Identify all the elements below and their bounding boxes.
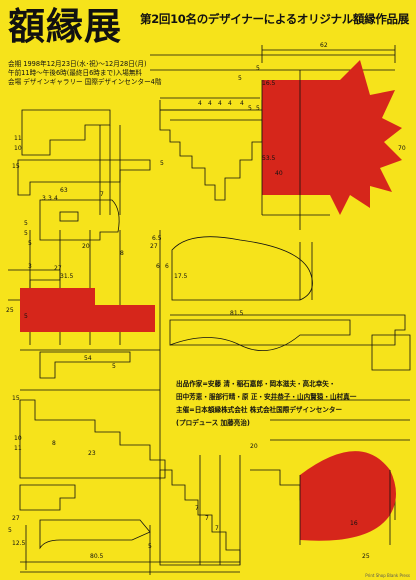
svg-text:40: 40: [275, 170, 283, 177]
exhibition-venue: 会場 デザインギャラリー 国際デザインセンター4階: [8, 78, 162, 86]
svg-text:4: 4: [218, 100, 222, 107]
svg-text:3: 3: [42, 195, 46, 202]
svg-text:5: 5: [24, 313, 28, 320]
svg-text:7: 7: [215, 525, 219, 532]
svg-text:16.5: 16.5: [262, 80, 276, 87]
svg-text:10: 10: [14, 145, 22, 152]
svg-text:5: 5: [256, 65, 260, 72]
svg-text:4: 4: [240, 100, 244, 107]
svg-text:25: 25: [6, 307, 14, 314]
svg-text:5: 5: [24, 220, 28, 227]
svg-text:5: 5: [148, 543, 152, 550]
svg-text:7: 7: [195, 505, 199, 512]
svg-text:3: 3: [28, 263, 32, 270]
svg-text:80.5: 80.5: [90, 553, 104, 560]
svg-text:3: 3: [48, 195, 52, 202]
svg-text:5: 5: [160, 160, 164, 167]
opening-hours: 午前11時～午後6時(最終日6時まで)入場無料: [8, 69, 143, 77]
svg-text:54: 54: [84, 355, 92, 362]
svg-text:20: 20: [250, 443, 258, 450]
svg-text:62: 62: [320, 42, 328, 49]
producer-line: (プロデュース 加藤亮治): [176, 419, 250, 427]
svg-text:7: 7: [100, 191, 104, 198]
svg-text:27: 27: [150, 243, 158, 250]
svg-text:15: 15: [12, 163, 20, 170]
svg-text:27: 27: [12, 515, 20, 522]
svg-text:15: 15: [12, 395, 20, 402]
svg-text:8: 8: [52, 440, 56, 447]
svg-text:4: 4: [54, 195, 58, 202]
svg-text:7: 7: [205, 515, 209, 522]
svg-text:10: 10: [14, 435, 22, 442]
svg-text:6: 6: [156, 263, 160, 270]
svg-text:12.5: 12.5: [12, 540, 26, 547]
svg-text:63: 63: [60, 187, 68, 194]
svg-text:81.5: 81.5: [230, 310, 244, 317]
svg-text:5: 5: [256, 105, 260, 112]
exhibitors-line: 出品作家=安藤 清・稲石嘉郎・岡本滋夫・高北幸矢・: [176, 380, 336, 388]
printer-credit: Print Shop Blank Press: [365, 573, 410, 578]
exhibition-period: 会期 1998年12月23日(水･祝)～12月28日(月): [8, 60, 147, 68]
svg-text:8: 8: [120, 250, 124, 257]
svg-text:11: 11: [14, 135, 22, 142]
svg-text:16: 16: [350, 520, 358, 527]
svg-text:5: 5: [8, 527, 12, 534]
organizer-line: 主催=日本額縁株式会社 株式会社国際デザインセンター: [176, 406, 343, 414]
svg-text:6: 6: [165, 263, 169, 270]
svg-text:31.5: 31.5: [60, 273, 74, 280]
svg-text:5: 5: [248, 105, 252, 112]
svg-text:4: 4: [208, 100, 212, 107]
svg-text:4: 4: [228, 100, 232, 107]
svg-text:5: 5: [238, 75, 242, 82]
svg-text:4: 4: [198, 100, 202, 107]
exhibitors-line: 田中芳恵・服部行晴・原 正・安井恭子・山内賢猿・山村真一: [176, 393, 357, 401]
svg-text:25: 25: [362, 553, 370, 560]
svg-text:20: 20: [82, 243, 90, 250]
svg-text:17.5: 17.5: [174, 273, 188, 280]
poster-subtitle: 第2回10名のデザイナーによるオリジナル額縁作品展: [140, 12, 409, 26]
poster-title: 額縁展: [8, 4, 122, 48]
svg-text:5: 5: [24, 230, 28, 237]
svg-text:6.5: 6.5: [152, 235, 162, 242]
svg-text:27: 27: [54, 265, 62, 272]
svg-text:11: 11: [14, 445, 22, 452]
svg-text:5: 5: [112, 363, 116, 370]
svg-text:53.5: 53.5: [262, 155, 276, 162]
svg-text:23: 23: [88, 450, 96, 457]
svg-text:70: 70: [398, 145, 406, 152]
svg-text:5: 5: [28, 240, 32, 247]
